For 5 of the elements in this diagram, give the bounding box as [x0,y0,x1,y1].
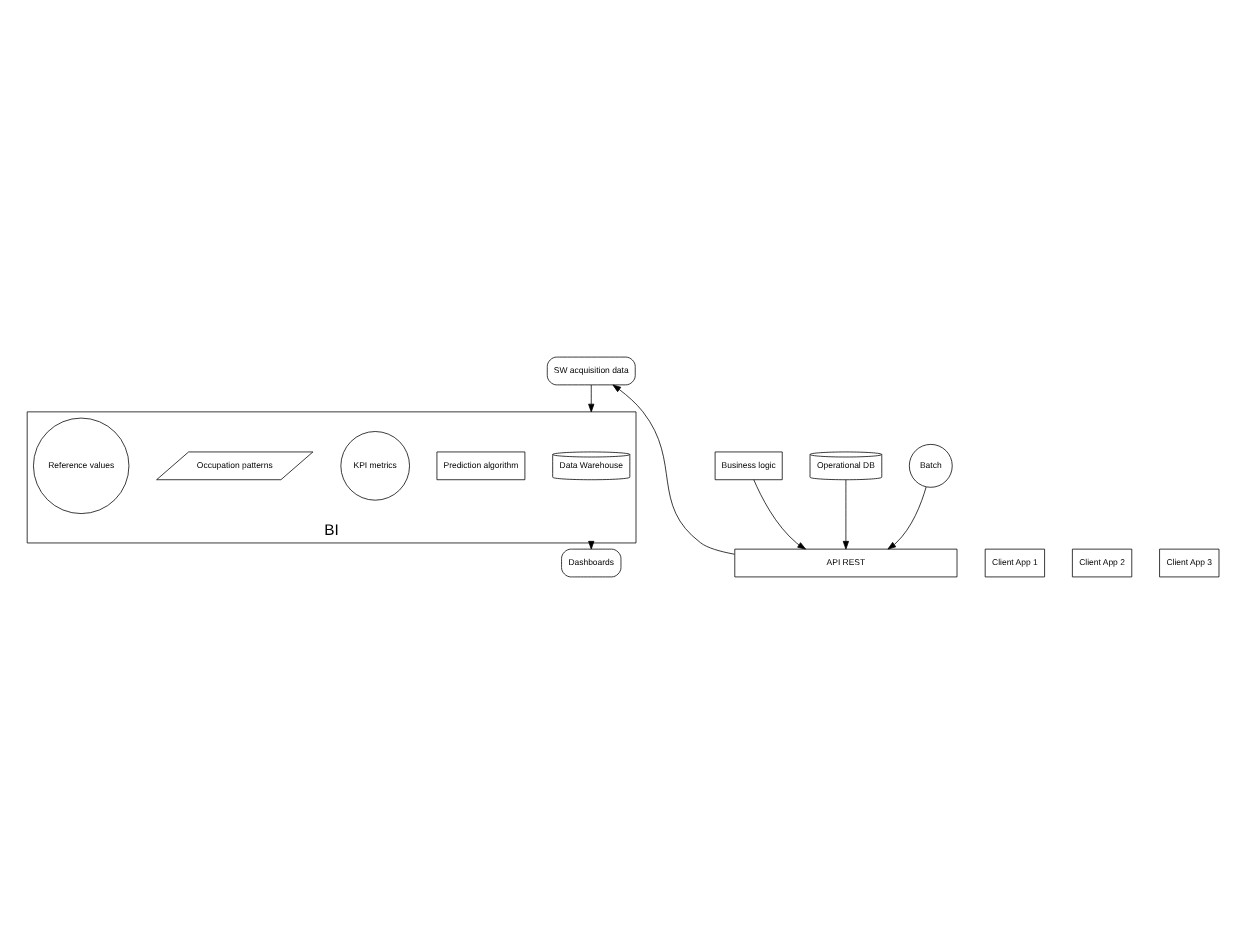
arrow [753,478,806,549]
arrow [842,478,849,549]
arrow [887,485,927,549]
arrow [588,383,595,412]
arrow [612,383,735,554]
